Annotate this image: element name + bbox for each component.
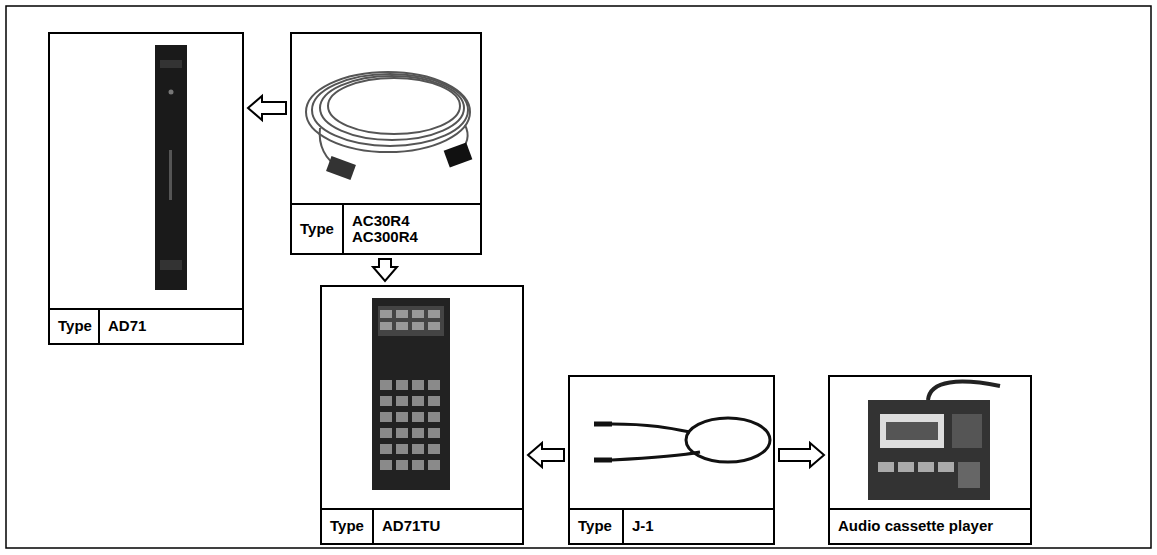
hollow-arrow (779, 443, 824, 467)
type-label: Type (578, 518, 612, 535)
type-cell: Type (292, 205, 344, 253)
type-row: Audio cassette player (830, 508, 1030, 543)
cassette-player-picture (868, 382, 1000, 500)
equipment-box: Audio cassette player (828, 375, 1032, 545)
model-name: AD71 (108, 318, 146, 335)
type-cell: Type (570, 510, 624, 543)
value-cell: AD71 (100, 310, 242, 343)
hollow-arrow (373, 259, 397, 281)
equipment-box: Type AD71TU (320, 285, 524, 545)
type-cell: Type (322, 510, 374, 543)
type-row: Type J-1 (570, 508, 773, 543)
outer-frame (6, 6, 1151, 548)
hollow-arrow (248, 96, 286, 120)
value-cell: AC30R4 AC300R4 (344, 205, 480, 253)
equipment-box: Type AD71 (48, 32, 244, 345)
ad71-module-picture (155, 45, 187, 290)
model-name: J-1 (632, 518, 654, 535)
type-row: Type AC30R4 AC300R4 (292, 203, 480, 253)
type-cell: Type (50, 310, 100, 343)
hollow-arrow (528, 443, 564, 467)
j1-cable-picture (594, 418, 770, 462)
type-row: Type AD71TU (322, 508, 522, 543)
value-cell: AD71TU (374, 510, 522, 543)
teaching-unit-picture (372, 298, 450, 490)
model-name: AC30R4 AC300R4 (352, 213, 418, 246)
model-name: Audio cassette player (838, 518, 993, 535)
cable-connectors (326, 142, 472, 180)
type-row: Type AD71 (50, 308, 242, 343)
type-label: Type (300, 221, 334, 238)
type-label: Type (58, 318, 92, 335)
model-name: AD71TU (382, 518, 440, 535)
type-label: Type (330, 518, 364, 535)
equipment-box: Type AC30R4 AC300R4 (290, 32, 482, 255)
value-cell: J-1 (624, 510, 773, 543)
equipment-box: Type J-1 (568, 375, 775, 545)
value-cell: Audio cassette player (830, 510, 1030, 543)
